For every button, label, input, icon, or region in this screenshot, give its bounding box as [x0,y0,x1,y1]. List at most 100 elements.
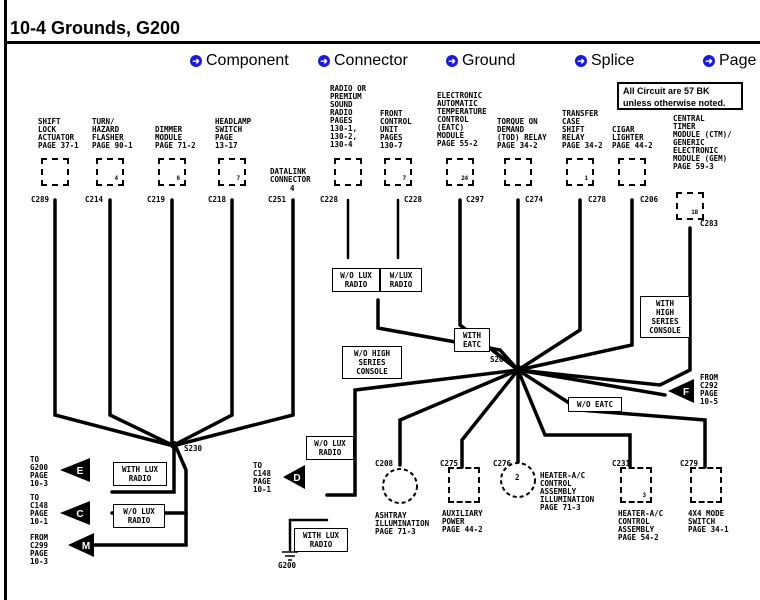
connector-ref: TO C148 PAGE 10-1 [30,493,49,526]
component-label: AUXILIARY POWER PAGE 44-2 [442,509,483,534]
option-wo-lux-radio-left: W/O LUX RADIO [113,504,165,528]
arrow-icon: ➜ [318,55,330,67]
component-label: 4X4 MODE SWITCH PAGE 34-1 [688,509,729,534]
option-with-lux-radio-mid: WITH LUX RADIO [294,528,348,552]
component-flasher: 4 [96,158,124,186]
wire [108,198,174,447]
nav-page[interactable]: ➜ Page [703,52,756,70]
connector-letter: C [76,509,83,520]
wire [172,198,234,447]
ground-symbol [282,551,298,561]
wire [460,368,520,469]
component-label: RADIO OR PREMIUM SOUND RADIO PAGES 130-1… [330,84,367,149]
nav-splice[interactable]: ➜Splice [575,52,635,70]
pin-number: 2 [515,473,520,482]
component-headlamp: 7 [218,158,246,186]
wire [110,445,176,494]
splice-s200: S200 [490,355,509,364]
component-cigar [618,158,646,186]
connector-id: C274 [525,195,544,204]
wire [92,511,188,547]
connector-id: C278 [588,195,607,204]
nav-label: Connector [334,52,408,69]
option-wo-lux-radio: W/O LUX RADIO [332,268,380,292]
connector-id: C228 [404,195,423,204]
arrow-icon: ➜ [190,55,202,67]
component-label: TRANSFER CASE SHIFT RELAY PAGE 34-2 [562,109,603,150]
nav-label: Ground [462,52,516,69]
component-label: TORQUE ON DEMAND (TOD) RELAY PAGE 34-2 [497,117,547,150]
connector-id: C276 [493,459,512,468]
wire [458,198,520,372]
wire [516,368,632,469]
arrow-icon: ➜ [446,55,458,67]
title-divider [7,41,760,44]
component-label: HEATER-A/C CONTROL ASSEMBLY PAGE 54-2 [618,509,664,542]
component-heater-ac: 3 [620,467,652,503]
component-dimmer: 6 [158,158,186,186]
component-radio [334,158,362,186]
option-wo-lux-radio-mid: W/O LUX RADIO [306,436,354,460]
connector-ref: TO G200 PAGE 10-3 [30,455,49,488]
wire [398,368,520,467]
nav-ground[interactable]: ➜ Ground [446,52,515,70]
page-title: 10-4 Grounds, G200 [10,18,181,38]
wire [325,368,520,497]
option-wo-eatc: W/O EATC [568,397,622,412]
connector-id: C275 [440,459,459,468]
nav-component[interactable]: ➜Component [190,52,289,70]
circuit-note: All Circuit are 57 BK unless otherwise n… [617,82,743,110]
wire [288,518,329,552]
component-label: ELECTRONIC AUTOMATIC TEMPERATURE CONTROL… [437,91,487,148]
nav-label: Page [719,52,757,69]
component-4x4-switch [690,467,722,503]
wire [516,368,667,397]
component-label: DIMMER MODULE PAGE 71-2 [155,125,196,150]
note-text: All Circuit are 57 BK unless otherwise n… [623,86,726,108]
component-shift-lock [41,158,69,186]
connector-letter: E [77,466,84,477]
component-label: FRONT CONTROL UNIT PAGES 130-7 [380,109,412,150]
connector-id: C228 [320,195,339,204]
connector-ref: TO C148 PAGE 10-1 [253,461,272,494]
component-label: HEATER-A/C CONTROL ASSEMBLY ILLUMINATION… [540,471,595,512]
connector-id: C218 [208,195,227,204]
component-eatc: 24 [446,158,474,186]
component-label: HEADLAMP SWITCH PAGE 13-17 [215,117,252,150]
component-aux-power [448,467,480,503]
component-label: CIGAR LIGHTER PAGE 44-2 [612,125,653,150]
component-label: CENTRAL TIMER MODULE (CTM)/ GENERIC ELEC… [673,114,732,171]
ground-label: G200 [278,561,297,570]
option-with-eatc: WITH EATC [454,328,490,352]
arrow-icon: ➜ [575,55,587,67]
connector-id: C279 [680,459,699,468]
option-with-lux-radio-left: WITH LUX RADIO [113,462,167,486]
option-wo-high-series: W/O HIGH SERIES CONSOLE [342,346,402,379]
arrow-icon: ➜ [703,55,715,67]
connector-letter: M [82,541,90,552]
component-label: ASHTRAY ILLUMINATION PAGE 71-3 [375,511,430,536]
connector-id: C214 [85,195,104,204]
component-label: DATALINK CONNECTOR [270,167,311,184]
component-label: SHIFT LOCK ACTUATOR PAGE 37-1 [38,117,79,150]
component-transfer: 1 [566,158,594,186]
component-tod [504,158,532,186]
connector-letter: D [293,473,300,484]
connector-id: C251 [268,195,287,204]
component-label: TURN/ HAZARD FLASHER PAGE 90-1 [92,117,133,150]
option-with-high-series: WITH HIGH SERIES CONSOLE [640,296,690,338]
component-gem: 18 [676,192,704,220]
wire [516,368,707,469]
connector-id: C297 [466,195,485,204]
pin-number: 4 [290,184,295,193]
splice-s230: S230 [184,444,203,453]
wire [376,298,520,372]
wire [516,198,634,372]
connector-id: C219 [147,195,166,204]
connector-id: C283 [700,219,719,228]
option-w-lux-radio: W/LUX RADIO [380,268,422,292]
connector-id: C208 [375,459,394,468]
nav-connector[interactable]: ➜ Connector [318,52,408,70]
connector-ref: FROM C292 PAGE 10-5 [700,373,719,406]
